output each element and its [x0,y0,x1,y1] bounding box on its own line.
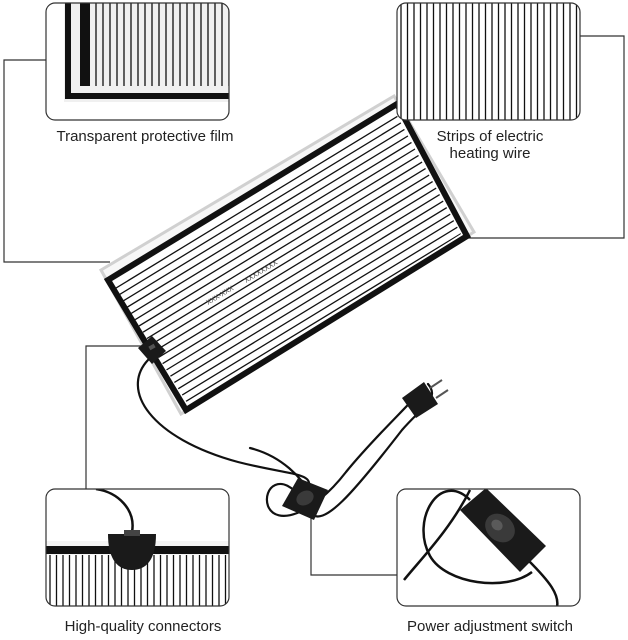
strip-line [113,113,416,304]
power-plug [402,379,449,418]
callout-label-strips-line1: Strips of electric [436,128,544,145]
dimmer-switch [282,478,328,520]
leader-lines [3,35,625,576]
callout-box-switch [396,488,581,607]
strip-line [135,163,447,355]
strip-line [128,151,440,342]
strip-line [147,182,459,374]
strip-line [120,138,432,330]
strip-line [113,126,424,317]
leader-strips [462,35,625,239]
strip-line [116,132,428,323]
leader-switch [310,515,397,576]
callout-box-film [45,2,230,121]
connector-detail-strips [49,555,227,606]
strip-line [151,189,461,380]
strip-line [124,145,436,336]
strip-line [170,220,461,406]
strip-line [139,170,451,361]
heating-pad: XXX-XXX XXXXXXXX [98,93,477,417]
pad-connector [138,336,166,364]
film-detail-strips [95,3,229,86]
strip-line [162,208,461,399]
callout-label-connectors: High-quality connectors [64,618,222,635]
strip-line [113,112,413,298]
leader-connectors [85,345,146,489]
callout-label-switch: Power adjustment switch [407,618,573,635]
callout-box-strips [396,2,581,121]
wire-detail-strips [400,3,578,120]
strip-line [155,195,461,386]
leader-film [3,59,110,263]
callout-label-film: Transparent protective film [56,128,234,145]
strip-line [143,176,455,367]
strip-line [131,157,443,348]
strip-line [158,201,461,393]
strip-line [113,119,420,311]
callout-label-strips: Strips of electric heating wire [400,128,580,162]
callout-box-connectors [45,488,230,607]
callout-label-strips-line2: heating wire [449,145,531,162]
strip-line [166,214,461,405]
